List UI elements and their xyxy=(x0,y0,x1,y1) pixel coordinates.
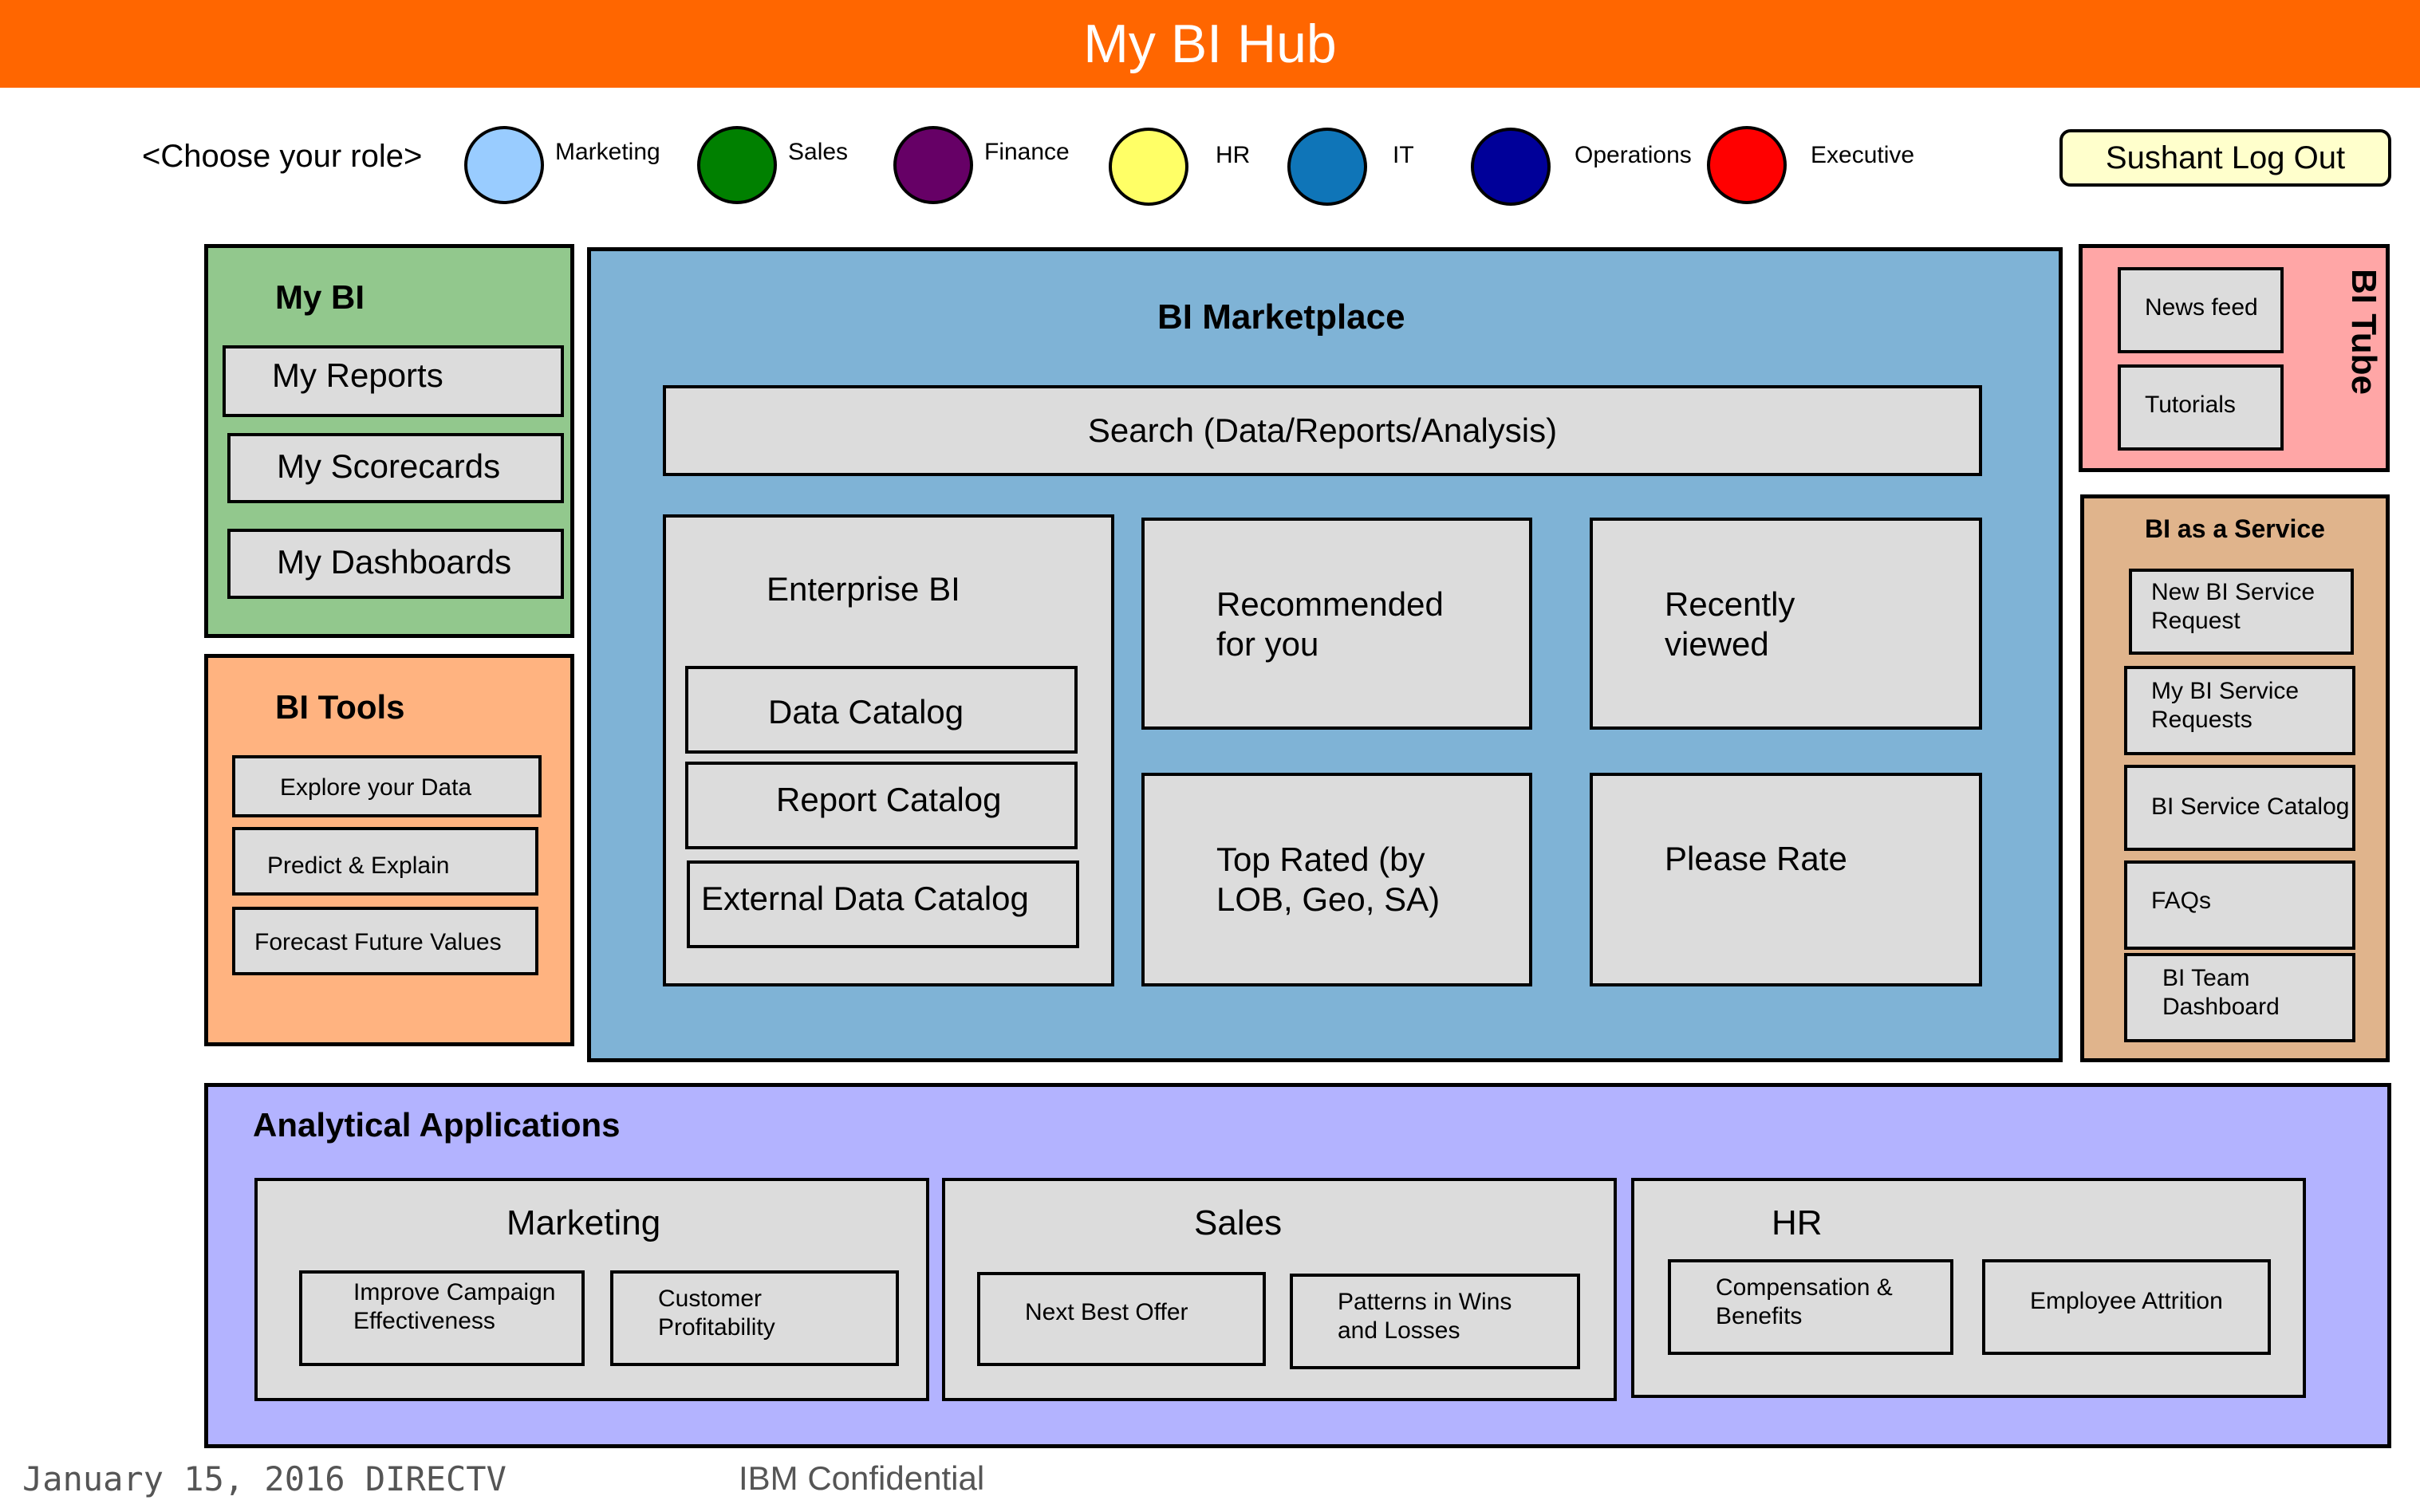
my-bi-panel: My BI My Reports My Scorecards My Dashbo… xyxy=(204,244,574,638)
role-it-button[interactable] xyxy=(1287,128,1367,206)
recommended-tile[interactable]: Recommended for you xyxy=(1141,518,1532,730)
role-it-label: IT xyxy=(1393,142,1414,168)
my-scorecards-button[interactable]: My Scorecards xyxy=(227,433,564,503)
new-service-request-button[interactable]: New BI Service Request xyxy=(2129,569,2354,655)
bi-service-title: BI as a Service xyxy=(2145,514,2325,543)
improve-campaign-button[interactable]: Improve Campaign Effectiveness xyxy=(299,1270,585,1366)
bi-tube-panel: News feed Tutorials BI Tube xyxy=(2079,244,2390,472)
analytics-group-title: Sales xyxy=(1194,1203,1283,1242)
enterprise-bi-section: Enterprise BI Data Catalog Report Catalo… xyxy=(663,514,1114,986)
my-dashboards-button[interactable]: My Dashboards xyxy=(227,529,564,599)
forecast-values-button[interactable]: Forecast Future Values xyxy=(232,907,538,975)
analytics-group-hr: HR Compensation & Benefits Employee Attr… xyxy=(1631,1178,2306,1398)
role-executive-button[interactable] xyxy=(1707,126,1787,204)
role-hr-button[interactable] xyxy=(1109,128,1188,206)
role-marketing-button[interactable] xyxy=(464,126,544,204)
analytics-group-title: Marketing xyxy=(506,1203,661,1242)
analytics-title: Analytical Applications xyxy=(253,1106,621,1144)
bi-tube-title: BI Tube xyxy=(2344,268,2383,396)
data-catalog-button[interactable]: Data Catalog xyxy=(685,666,1078,754)
role-marketing-label: Marketing xyxy=(555,139,660,165)
bi-tools-panel: BI Tools Explore your Data Predict & Exp… xyxy=(204,654,574,1046)
patterns-wins-losses-button[interactable]: Patterns in Wins and Losses xyxy=(1290,1274,1580,1369)
my-service-requests-button[interactable]: My BI Service Requests xyxy=(2124,666,2355,755)
marketplace-title: BI Marketplace xyxy=(1157,297,1405,337)
analytics-group-marketing: Marketing Improve Campaign Effectiveness… xyxy=(254,1178,929,1401)
customer-profitability-button[interactable]: Customer Profitability xyxy=(610,1270,899,1366)
employee-attrition-button[interactable]: Employee Attrition xyxy=(1982,1259,2271,1355)
role-hr-label: HR xyxy=(1216,142,1251,168)
footer-date: January 15, 2016 DIRECTV xyxy=(22,1459,506,1498)
recently-viewed-tile[interactable]: Recently viewed xyxy=(1590,518,1982,730)
top-rated-tile[interactable]: Top Rated (by LOB, Geo, SA) xyxy=(1141,773,1532,986)
compensation-benefits-button[interactable]: Compensation & Benefits xyxy=(1668,1259,1953,1355)
report-catalog-button[interactable]: Report Catalog xyxy=(685,762,1078,849)
bi-team-dashboard-button[interactable]: BI Team Dashboard xyxy=(2124,953,2355,1042)
my-bi-title: My BI xyxy=(275,278,365,316)
role-prompt: <Choose your role> xyxy=(142,139,423,174)
news-feed-button[interactable]: News feed xyxy=(2118,267,2284,353)
explore-data-button[interactable]: Explore your Data xyxy=(232,755,542,817)
logout-button[interactable]: Sushant Log Out xyxy=(2059,129,2391,187)
enterprise-bi-title: Enterprise BI xyxy=(767,570,960,608)
analytical-applications-panel: Analytical Applications Marketing Improv… xyxy=(204,1083,2391,1448)
my-reports-button[interactable]: My Reports xyxy=(223,345,564,417)
role-executive-label: Executive xyxy=(1811,142,1915,168)
role-finance-label: Finance xyxy=(984,139,1070,165)
search-bar[interactable]: Search (Data/Reports/Analysis) xyxy=(663,385,1982,476)
bi-marketplace-panel: BI Marketplace Search (Data/Reports/Anal… xyxy=(587,247,2063,1062)
bi-service-catalog-button[interactable]: BI Service Catalog xyxy=(2124,765,2355,851)
analytics-group-sales: Sales Next Best Offer Patterns in Wins a… xyxy=(942,1178,1617,1401)
tutorials-button[interactable]: Tutorials xyxy=(2118,364,2284,451)
app-title: My BI Hub xyxy=(0,0,2420,88)
footer-confidential: IBM Confidential xyxy=(739,1459,985,1497)
faqs-button[interactable]: FAQs xyxy=(2124,860,2355,950)
next-best-offer-button[interactable]: Next Best Offer xyxy=(977,1272,1266,1366)
bi-tools-title: BI Tools xyxy=(275,688,405,726)
role-operations-button[interactable] xyxy=(1471,128,1551,206)
predict-explain-button[interactable]: Predict & Explain xyxy=(232,827,538,896)
please-rate-tile[interactable]: Please Rate xyxy=(1590,773,1982,986)
role-sales-label: Sales xyxy=(788,139,849,165)
external-data-catalog-button[interactable]: External Data Catalog xyxy=(687,860,1079,948)
role-operations-label: Operations xyxy=(1575,142,1692,168)
bi-service-panel: BI as a Service New BI Service Request M… xyxy=(2080,494,2390,1062)
role-sales-button[interactable] xyxy=(697,126,777,204)
role-finance-button[interactable] xyxy=(893,126,973,204)
analytics-group-title: HR xyxy=(1772,1203,1823,1242)
